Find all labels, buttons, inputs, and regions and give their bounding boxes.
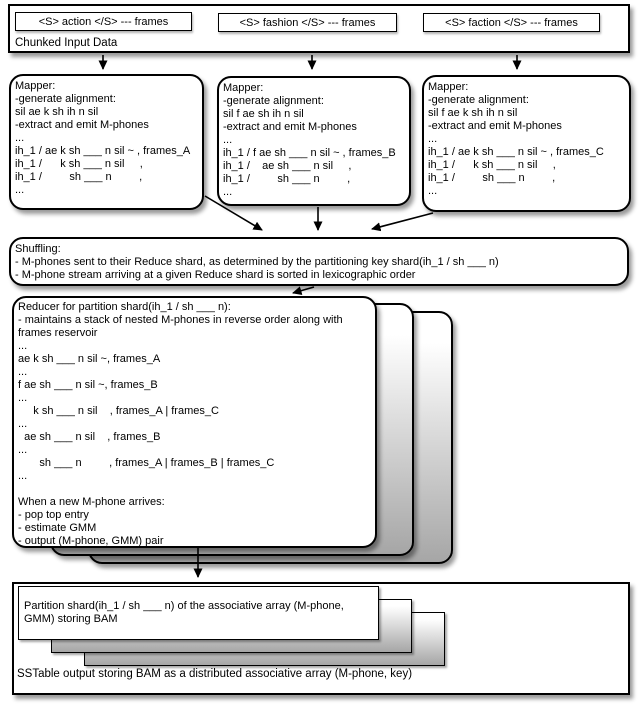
input-chunk-3: <S> faction </S> --- frames — [423, 13, 600, 32]
input-chunk-1-label: <S> action </S> --- frames — [38, 15, 169, 28]
input-chunk-2: <S> fashion </S> --- frames — [218, 13, 397, 32]
chunked-input-label: Chunked Input Data — [15, 37, 118, 49]
input-chunk-1: <S> action </S> --- frames — [15, 12, 192, 31]
mapper-box-b: Mapper: -generate alignment: sil f ae sh… — [217, 76, 411, 206]
chunked-input-box: <S> action </S> --- frames <S> fashion <… — [8, 4, 630, 53]
mapper-c-text: Mapper: -generate alignment: sil f ae k … — [428, 81, 604, 197]
shuffling-box: Shuffling: - M-phones sent to their Redu… — [9, 237, 629, 286]
mapper-box-a: Mapper: -generate alignment: sil ae k sh… — [9, 74, 204, 210]
mapper-b-text: Mapper: -generate alignment: sil f ae sh… — [223, 82, 396, 198]
arrow-shuffle-to-reducer — [292, 286, 315, 295]
sstable-output-box: Partition shard(ih_1 / sh ___ n) of the … — [12, 582, 630, 695]
reducer-text: Reducer for partition shard(ih_1 / sh __… — [18, 301, 343, 547]
input-chunk-2-label: <S> fashion </S> --- frames — [239, 16, 376, 29]
reducer-box: Reducer for partition shard(ih_1 / sh __… — [12, 296, 377, 548]
shuffling-text: Shuffling: - M-phones sent to their Redu… — [15, 243, 499, 281]
sstable-output-label: SSTable output storing BAM as a distribu… — [17, 668, 413, 680]
arrow-mapper-c-to-shuffle — [371, 212, 434, 232]
mapper-a-text: Mapper: -generate alignment: sil ae k sh… — [15, 80, 191, 196]
partition-shard-box: Partition shard(ih_1 / sh ___ n) of the … — [18, 586, 379, 640]
mapper-box-c: Mapper: -generate alignment: sil f ae k … — [422, 75, 631, 212]
input-chunk-3-label: <S> faction </S> --- frames — [445, 16, 578, 29]
partition-shard-text: Partition shard(ih_1 / sh ___ n) of the … — [24, 600, 344, 625]
